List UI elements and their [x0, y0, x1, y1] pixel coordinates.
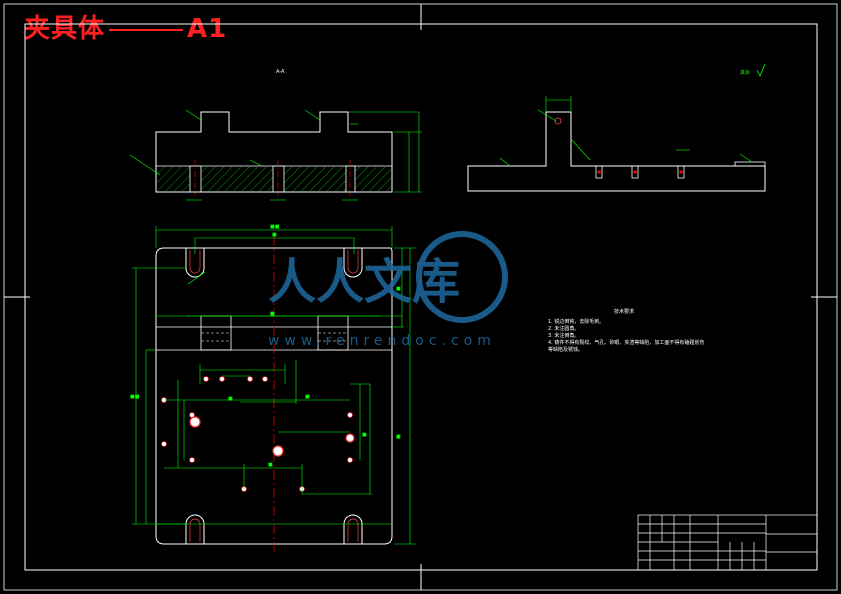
tech-req-line-4: 4. 铸件不得有裂纹、气孔、砂眼、夹渣等缺陷，加工面不得有磕碰划伤 [548, 339, 704, 346]
title-dash [109, 28, 184, 31]
plan-view: ■■ ■ ■■ ■ ■ ■ ■ ■ ■ ■ [130, 224, 416, 554]
tech-req-line-2: 2. 未注圆角。 [548, 325, 579, 332]
title-block [637, 514, 818, 571]
plan-holes [161, 376, 355, 492]
drawing-title: 夹具体 A1 [24, 8, 227, 45]
svg-text:■: ■ [270, 311, 275, 317]
svg-text:■: ■ [362, 432, 367, 438]
svg-text:■: ■ [228, 396, 233, 402]
front-view-outline [155, 111, 393, 193]
watermark: 人人文库 www.renrendoc.com [268, 231, 508, 349]
hatch-region-1 [157, 167, 190, 191]
svg-text:■: ■ [305, 394, 310, 400]
tech-req-line-1: 1. 锐边倒钝，去除毛刺。 [548, 318, 604, 325]
section-label: A-A [276, 69, 285, 75]
drawing-title-main: 夹具体 [24, 14, 106, 44]
hatch-region-2 [201, 167, 273, 191]
centering-marks [4, 4, 837, 590]
svg-text:■: ■ [396, 286, 401, 292]
technical-requirements: 技术要求 1. 锐边倒钝，去除毛刺。 2. 未注圆角。 3. 未注倒角。 4. … [548, 308, 704, 353]
watermark-ring [416, 231, 508, 323]
roughness-symbol [756, 63, 766, 77]
watermark-url: www.renrendoc.com [268, 333, 496, 349]
svg-text:■■: ■■ [270, 224, 280, 230]
tech-req-line-3: 3. 未注倒角。 [548, 332, 579, 339]
side-view-outline [467, 111, 766, 192]
side-view [467, 96, 766, 192]
tech-req-title: 技术要求 [614, 308, 634, 315]
svg-text:■: ■ [268, 462, 273, 468]
svg-text:■: ■ [396, 434, 401, 440]
hatch-region-4 [355, 167, 391, 191]
roughness-note: 其余 [740, 69, 750, 76]
watermark-text: 人人文库 [268, 254, 460, 310]
svg-text:■: ■ [272, 232, 277, 238]
front-section-view [129, 109, 422, 201]
svg-text:■■: ■■ [130, 394, 140, 400]
drawing-title-suffix: A1 [187, 14, 228, 44]
hatch-region-3 [284, 167, 346, 191]
tech-req-line-5: 等缺陷及锈蚀。 [548, 346, 583, 353]
plan-dimensions [132, 226, 416, 545]
plan-view-outline [155, 247, 393, 545]
